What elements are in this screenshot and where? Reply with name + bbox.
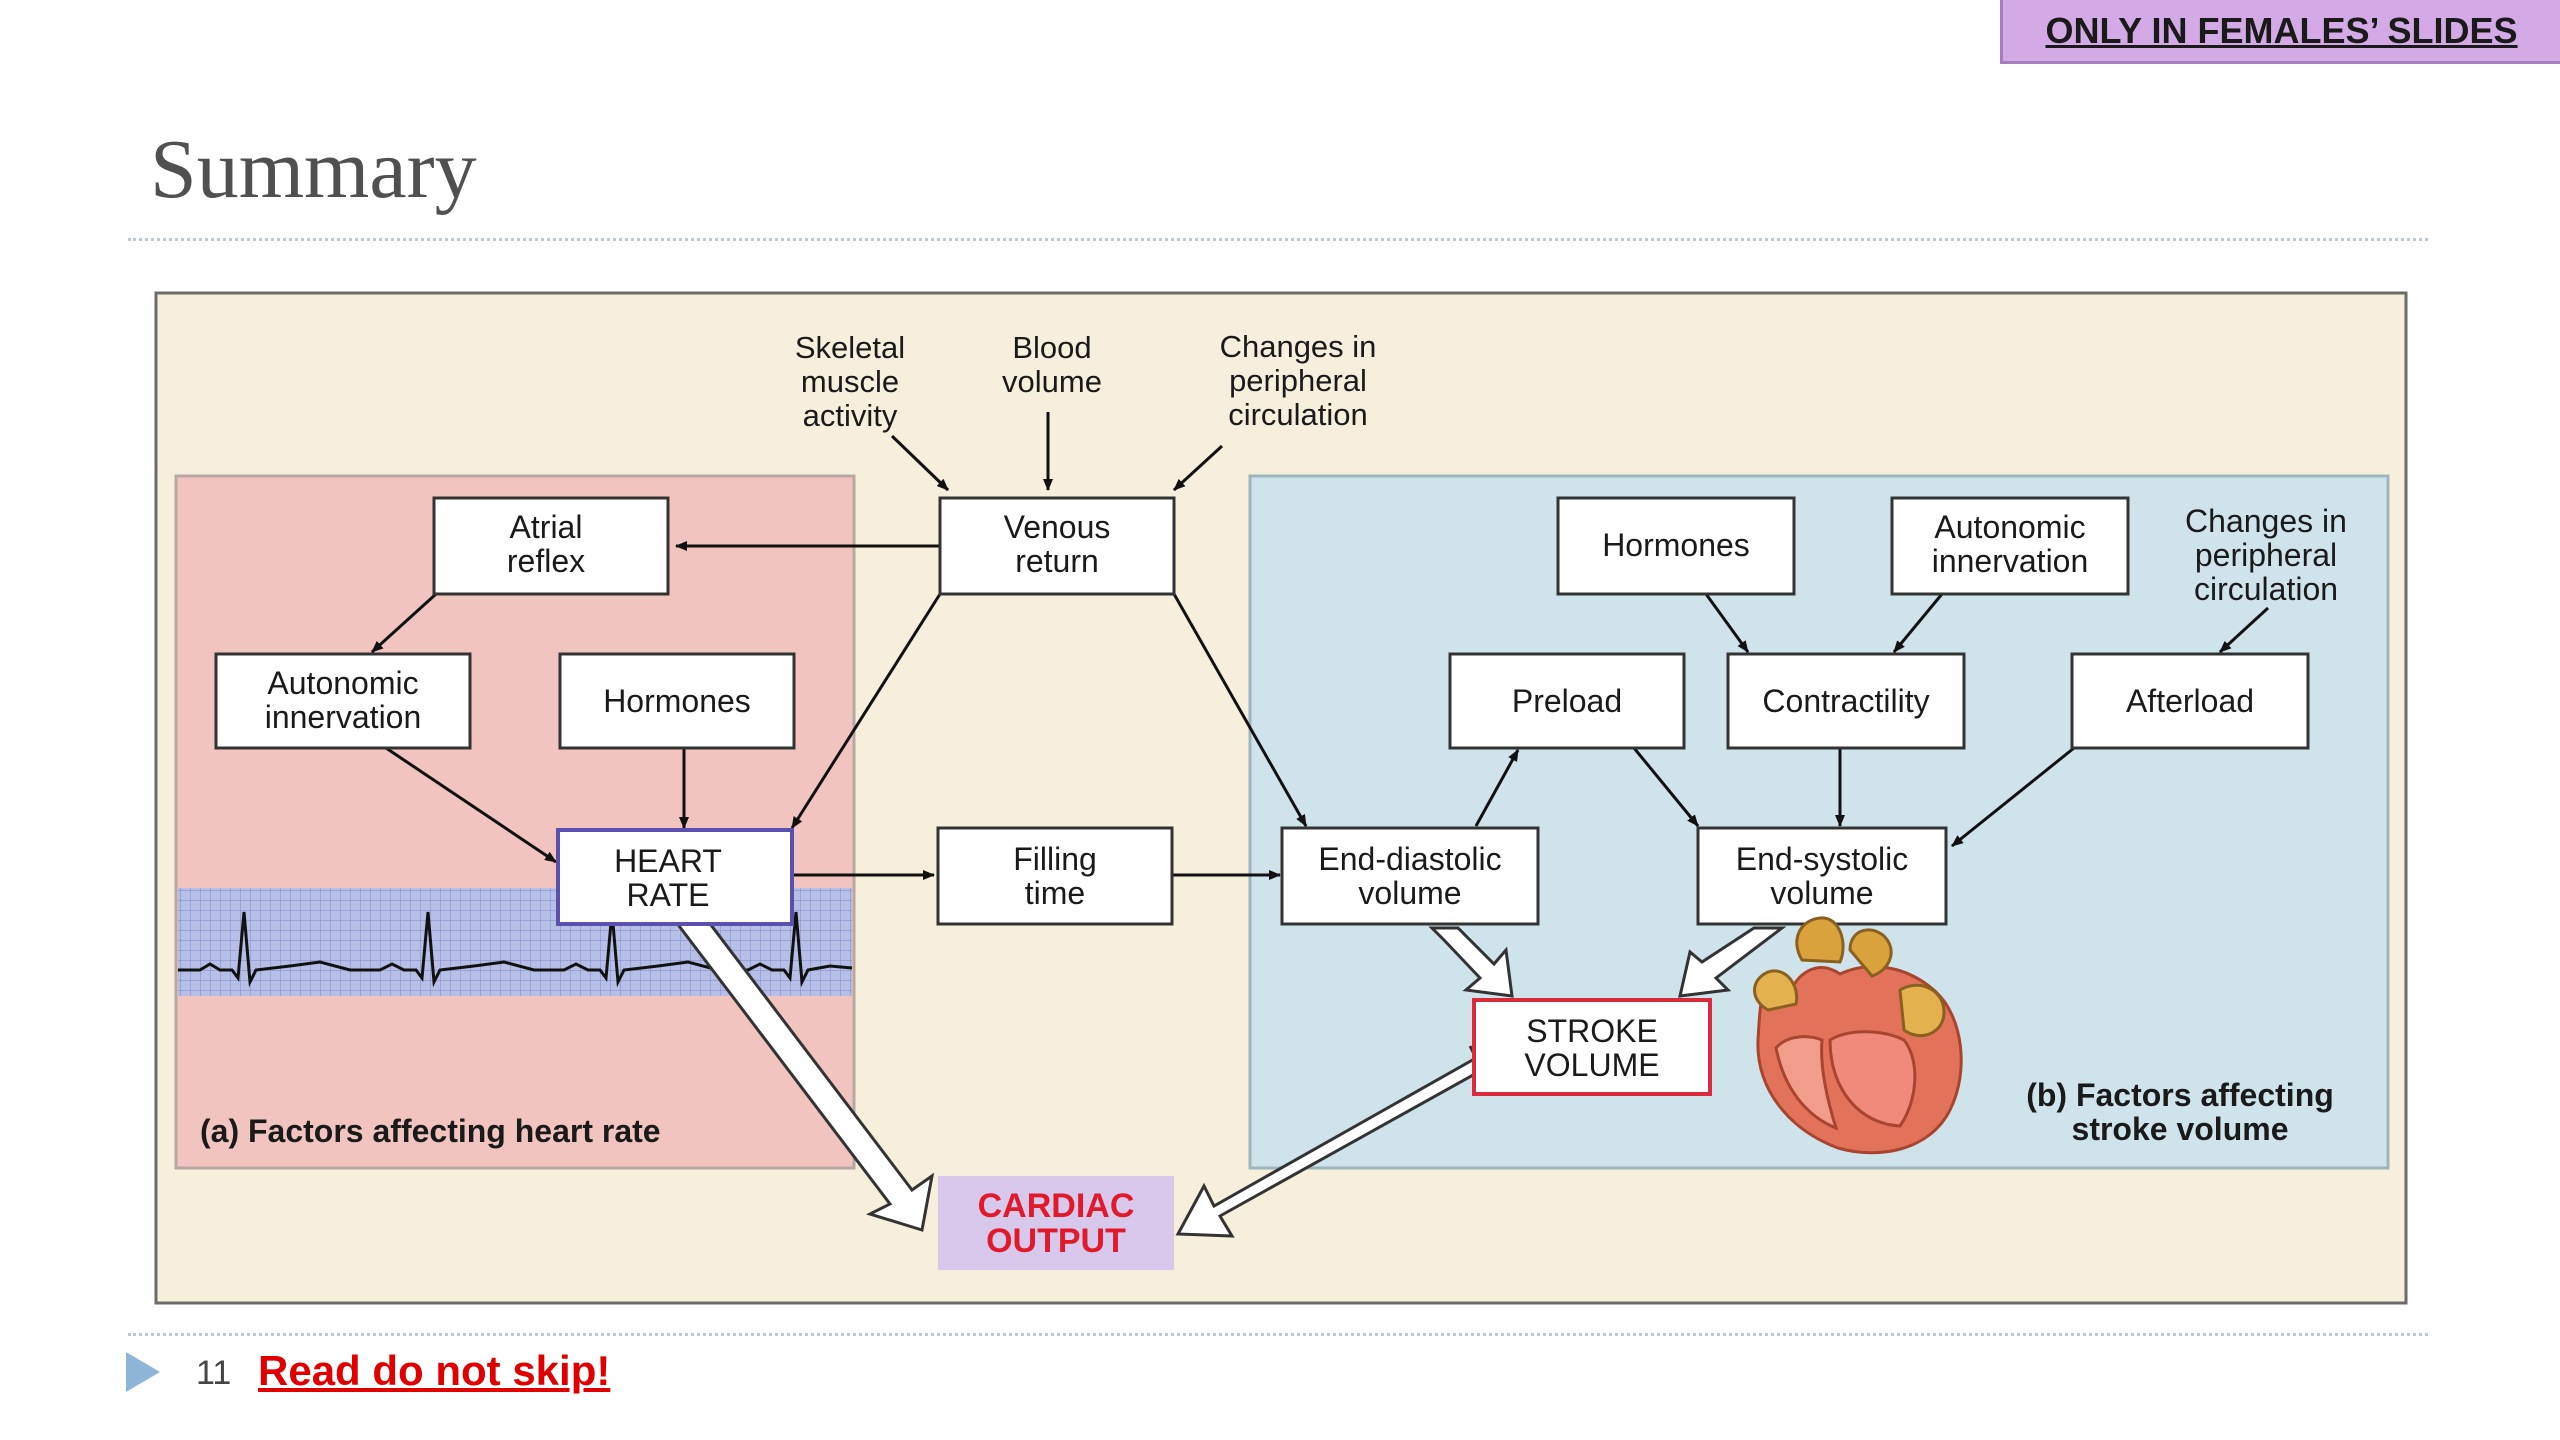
edv-box (1280, 826, 1540, 926)
hormones-b-label: Hormones (1602, 527, 1750, 563)
preload-label: Preload (1512, 683, 1622, 719)
node-boxes (214, 496, 2310, 926)
periph-b-line2: peripheral (2195, 537, 2337, 573)
input-skeletal-line3: activity (803, 398, 898, 433)
arrow-autonomic-contractility (1892, 593, 1944, 653)
input-blood-line2: volume (1002, 364, 1102, 399)
filling-time-line2: time (1025, 875, 1085, 911)
periph-b-line1: Changes in (2185, 503, 2347, 539)
arrow-periph-venous (1172, 444, 1224, 492)
edv-line2: volume (1358, 875, 1461, 911)
preload-box (1448, 652, 1686, 750)
input-periph-line2: peripheral (1229, 363, 1367, 398)
esv-line2: volume (1770, 875, 1873, 911)
heart-rate-box (556, 828, 794, 926)
autonomic-a-line2: innervation (265, 699, 422, 735)
venous-return-line1: Venous (1004, 509, 1111, 545)
esv-line1: End-systolic (1736, 841, 1909, 877)
afterload-label: Afterload (2126, 683, 2254, 719)
panel-b-caption-line1: (b) Factors affecting (2026, 1077, 2334, 1113)
arrow-afterload-esv (1951, 746, 2075, 848)
input-skeletal-line1: Skeletal (795, 330, 905, 365)
atrial-reflex-line1: Atrial (510, 509, 583, 545)
sv-to-co-arrow (1175, 1045, 1484, 1238)
edv-to-sv-arrow (1428, 926, 1514, 998)
arrow-venous-edv (1172, 593, 1308, 827)
afterload-box (2070, 652, 2310, 750)
stroke-volume-box (1472, 998, 1712, 1096)
venous-return-box (938, 496, 1176, 596)
hormones-a-label: Hormones (603, 683, 751, 719)
arrow-venous-hr (790, 593, 942, 829)
stroke-volume-line2: VOLUME (1524, 1047, 1659, 1083)
arrow-periph-afterload (2218, 606, 2270, 654)
connector-arrows (370, 412, 2270, 880)
ecg-trace (178, 911, 853, 988)
arrow-autonomic-hr (385, 746, 557, 864)
slide-title: Summary (150, 123, 477, 216)
slide-number: 11 (196, 1354, 232, 1392)
autonomic-a-box (214, 652, 472, 750)
input-skeletal-line2: muscle (801, 364, 899, 399)
hormones-a-box (558, 652, 796, 750)
arrow-hormones-contractility (1704, 593, 1750, 653)
input-periph-line1: Changes in (1220, 329, 1377, 364)
cardiac-output-labels: CARDIAC OUTPUT (978, 1187, 1135, 1260)
arrow-preload-esv (1632, 747, 1700, 827)
atrial-reflex-box (432, 496, 670, 596)
atrial-reflex-line2: reflex (507, 543, 585, 579)
females-only-badge: ONLY IN FEMALES’ SLIDES (2000, 0, 2560, 64)
arrow-atrial-autonomic (370, 592, 438, 654)
esv-to-sv-arrow (1678, 926, 1787, 998)
edv-line1: End-diastolic (1318, 841, 1501, 877)
periph-b-line3: circulation (2194, 571, 2338, 607)
footer-divider (128, 1333, 2428, 1336)
autonomic-b-line2: innervation (1932, 543, 2089, 579)
hormones-b-box (1556, 496, 1796, 596)
panel-b-caption-line2: stroke volume (2072, 1111, 2289, 1147)
hr-to-co-arrow (658, 897, 935, 1232)
panel-a-caption: (a) Factors affecting heart rate (200, 1113, 661, 1149)
venous-return-line2: return (1015, 543, 1099, 579)
input-periph-line3: circulation (1228, 397, 1368, 432)
input-blood-line1: Blood (1012, 330, 1091, 365)
panel-b-caption: (b) Factors affecting stroke volume (2026, 1077, 2334, 1147)
autonomic-b-line1: Autonomic (1934, 509, 2085, 545)
heart-rate-line2: RATE (627, 877, 710, 913)
filling-time-box (936, 826, 1174, 926)
contractility-box (1726, 652, 1966, 750)
top-inputs: Skeletal muscle activity Blood volume Ch… (795, 329, 1377, 433)
stroke-volume-line1: STROKE (1526, 1013, 1658, 1049)
node-labels: Venous return Atrial reflex Autonomic in… (265, 503, 2347, 1083)
contractility-label: Contractility (1762, 683, 1929, 719)
arrow-skeletal-venous (890, 434, 950, 492)
filling-time-line1: Filling (1013, 841, 1097, 877)
cardiac-output-line2: OUTPUT (986, 1222, 1126, 1260)
esv-box (1696, 826, 1948, 926)
heart-rate-line1: HEART (614, 843, 722, 879)
autonomic-a-line1: Autonomic (267, 665, 418, 701)
cardiac-output-box (938, 1176, 1174, 1270)
autonomic-b-box (1890, 496, 2130, 596)
arrow-edv-preload (1474, 749, 1520, 827)
read-do-not-skip-link[interactable]: Read do not skip! (258, 1347, 611, 1394)
footer-play-icon (126, 1352, 160, 1392)
cardiac-output-line1: CARDIAC (978, 1187, 1135, 1225)
heart-illustration (1753, 916, 1963, 1155)
title-divider (128, 238, 2428, 241)
